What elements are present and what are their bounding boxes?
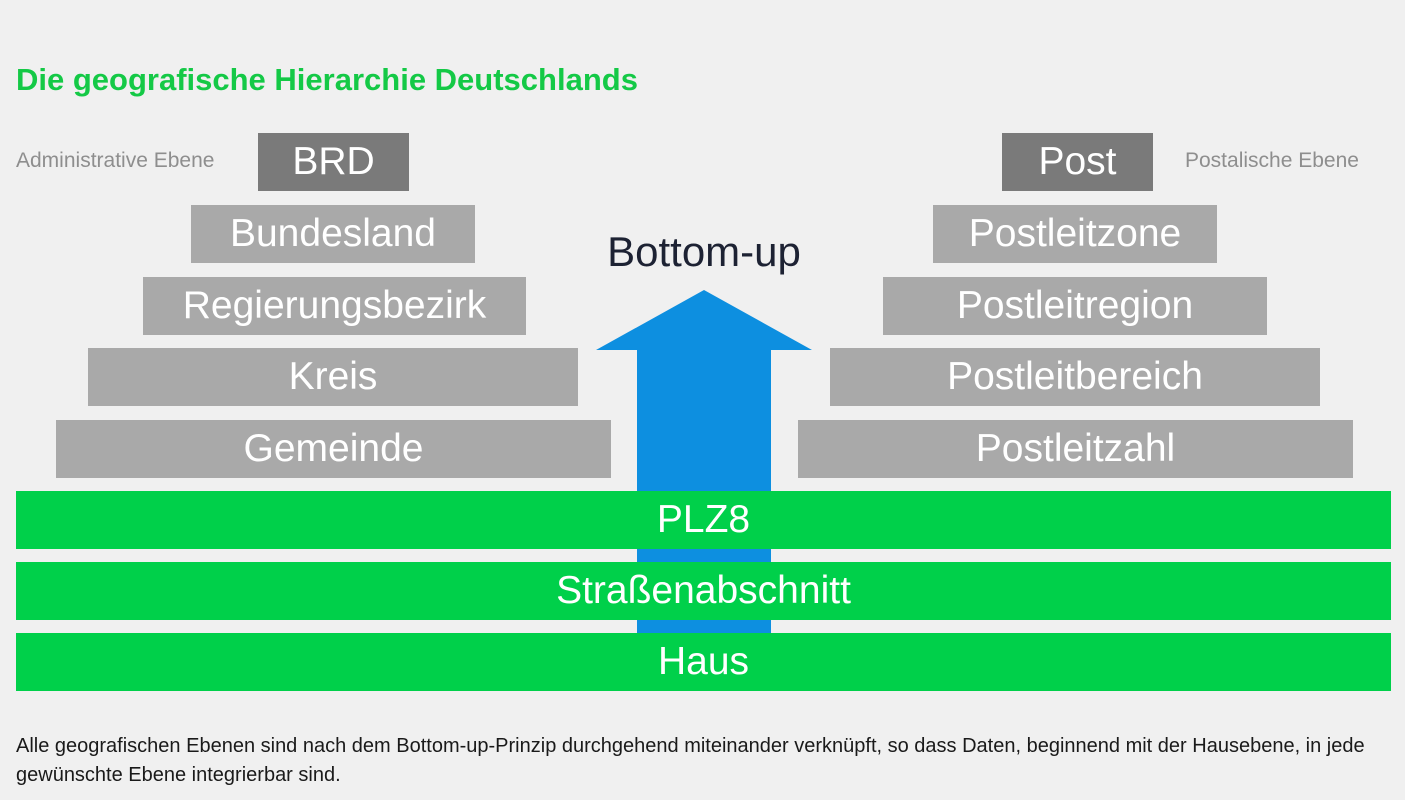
admin-level-regierungsbezirk: Regierungsbezirk <box>143 277 526 335</box>
postal-level-postleitzahl: Postleitzahl <box>798 420 1353 478</box>
postal-level-postleitregion: Postleitregion <box>883 277 1267 335</box>
admin-level-gemeinde: Gemeinde <box>56 420 611 478</box>
bottom-up-label: Bottom-up <box>607 228 801 275</box>
administrative-level-label: Administrative Ebene <box>16 149 215 172</box>
postal-level-label: Postalische Ebene <box>1185 149 1359 172</box>
footer-description: Alle geografischen Ebenen sind nach dem … <box>16 735 1365 786</box>
postal-level-postleitzone: Postleitzone <box>933 205 1217 263</box>
shared-level-strassenabschnitt: Straßenabschnitt <box>16 562 1391 620</box>
shared-level-plz8: PLZ8 <box>16 491 1391 549</box>
postal-level-postleitbereich: Postleitbereich <box>830 348 1320 406</box>
page-title: Die geografische Hierarchie Deutschlands <box>16 62 638 97</box>
shared-level-haus: Haus <box>16 633 1391 691</box>
admin-level-brd: BRD <box>258 133 409 191</box>
admin-level-bundesland: Bundesland <box>191 205 475 263</box>
postal-level-post: Post <box>1002 133 1153 191</box>
admin-level-kreis: Kreis <box>88 348 578 406</box>
